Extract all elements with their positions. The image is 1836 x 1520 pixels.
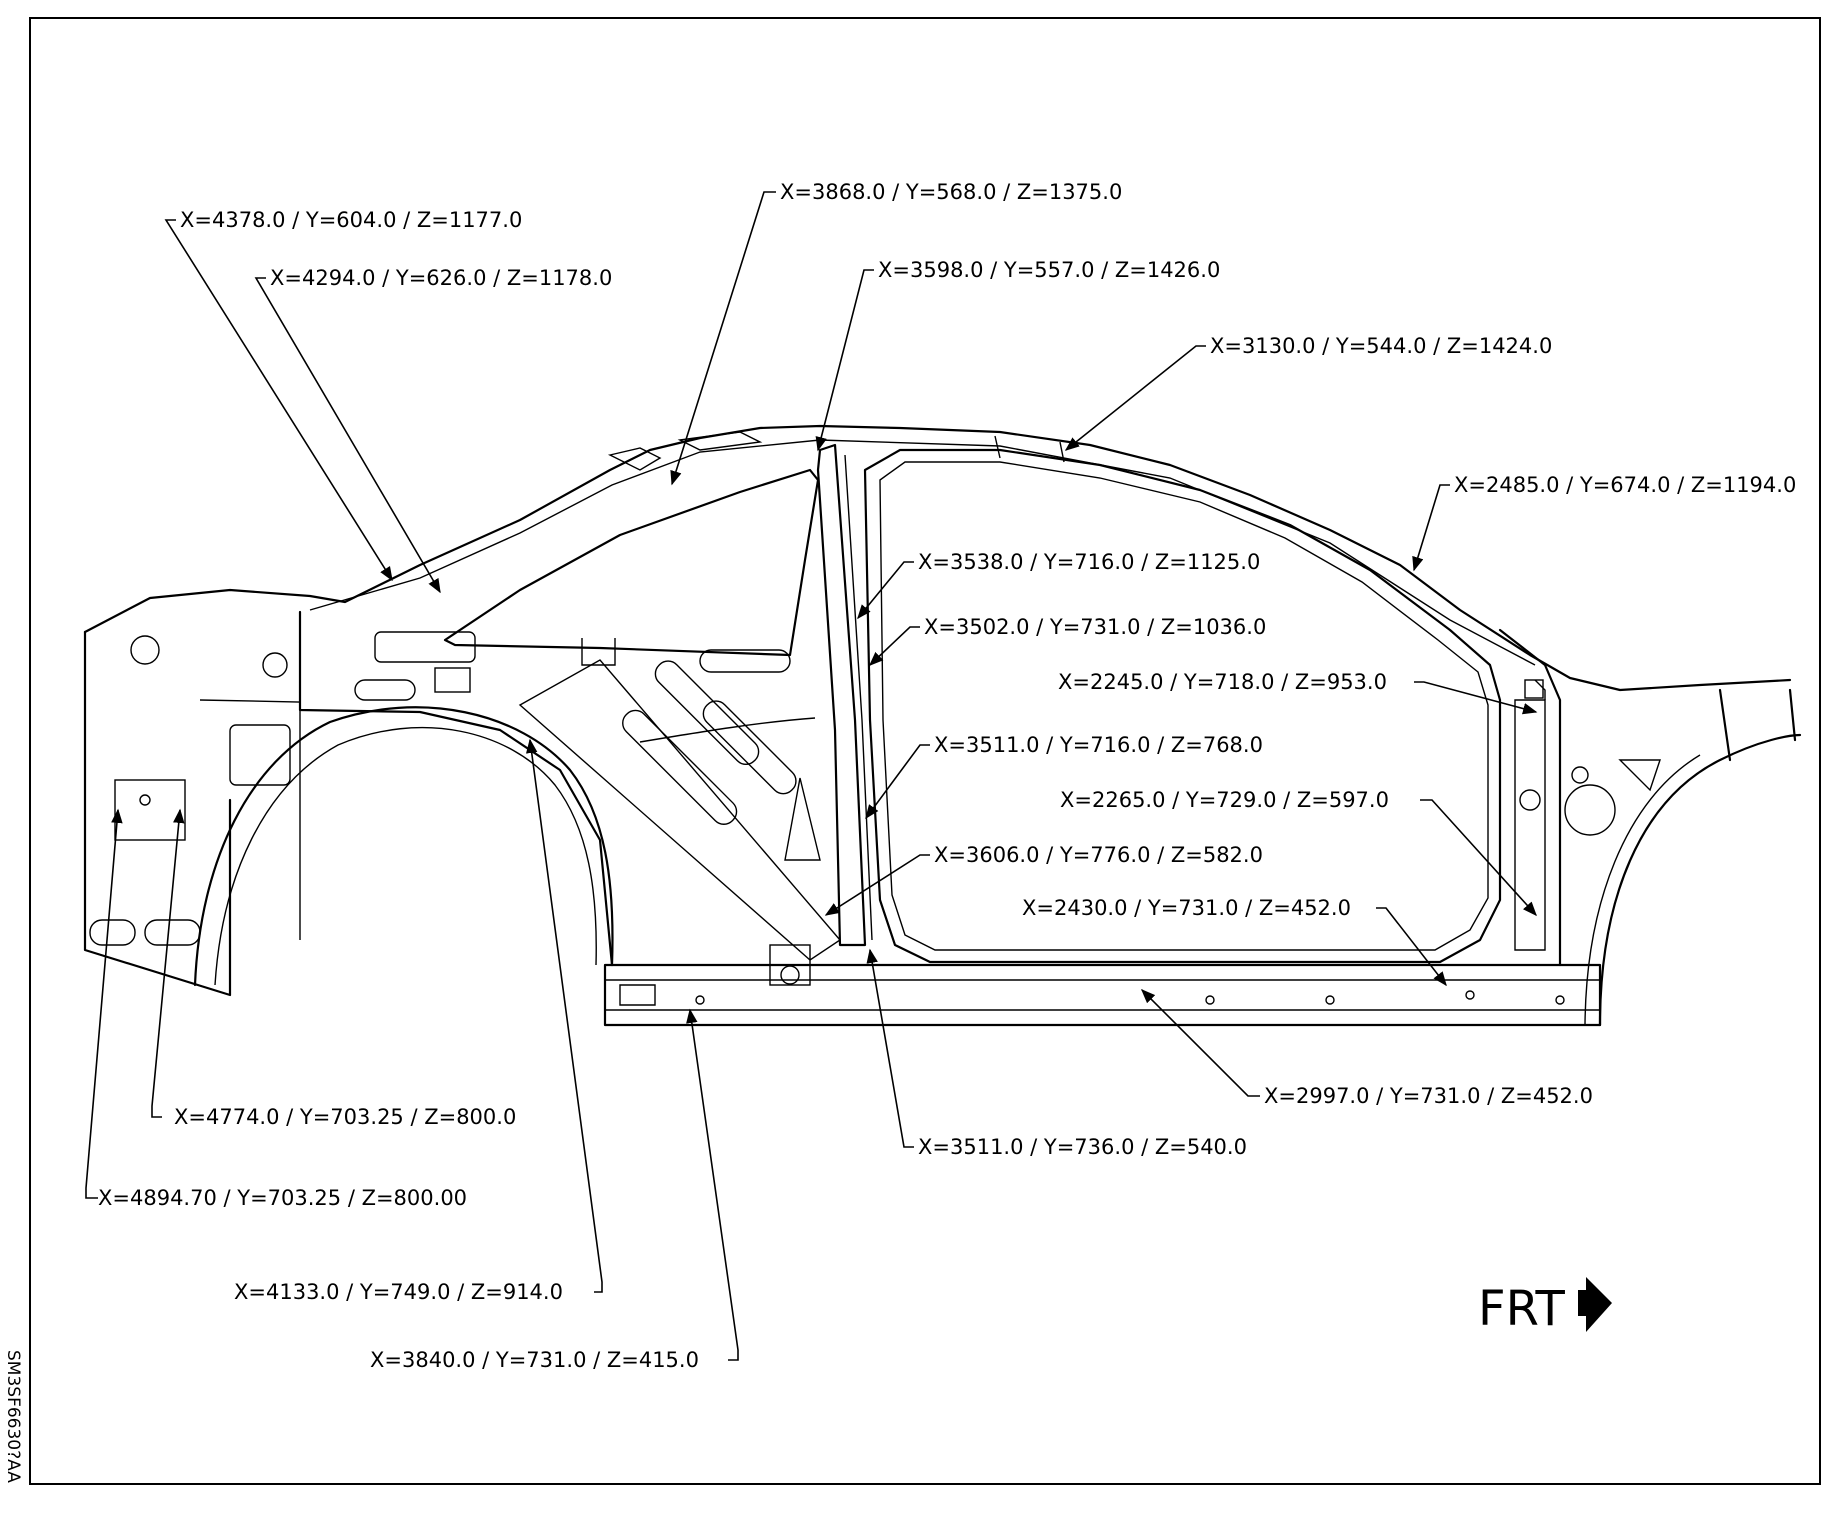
callout-label: X=3502.0 / Y=731.0 / Z=1036.0 [924,615,1266,639]
callout-label: X=3511.0 / Y=736.0 / Z=540.0 [918,1135,1247,1159]
callout-label: X=3840.0 / Y=731.0 / Z=415.0 [370,1348,699,1372]
callout-label: X=3538.0 / Y=716.0 / Z=1125.0 [918,550,1260,574]
callout-label: X=3598.0 / Y=557.0 / Z=1426.0 [878,258,1220,282]
callout-label: X=4378.0 / Y=604.0 / Z=1177.0 [180,208,522,232]
callout-label: X=4294.0 / Y=626.0 / Z=1178.0 [270,266,612,290]
callout-label: X=3868.0 / Y=568.0 / Z=1375.0 [780,180,1122,204]
callout-label: X=2430.0 / Y=731.0 / Z=452.0 [1022,896,1351,920]
callout-label: X=3130.0 / Y=544.0 / Z=1424.0 [1210,334,1552,358]
figure-reference: SM3SF6630?AA [3,1350,23,1483]
callout-label: X=2265.0 / Y=729.0 / Z=597.0 [1060,788,1389,812]
front-arrow-icon [1586,1277,1612,1332]
callout-label: X=2245.0 / Y=718.0 / Z=953.0 [1058,670,1387,694]
body-side-panel [83,424,1802,1027]
callout-label: X=2997.0 / Y=731.0 / Z=452.0 [1264,1084,1593,1108]
callout-label: X=4133.0 / Y=749.0 / Z=914.0 [234,1280,563,1304]
front-label: FRT [1478,1281,1565,1337]
callout-label: X=3606.0 / Y=776.0 / Z=582.0 [934,843,1263,867]
drawing-frame [29,17,1821,1485]
callout-label: X=2485.0 / Y=674.0 / Z=1194.0 [1454,473,1796,497]
front-direction-indicator: FRT [1478,1277,1612,1337]
leader-lines [85,191,1538,1361]
callout-labels: X=4378.0 / Y=604.0 / Z=1177.0 X=4294.0 /… [98,180,1796,1372]
callout-label: X=4894.70 / Y=703.25 / Z=800.00 [98,1186,467,1210]
callout-label: X=3511.0 / Y=716.0 / Z=768.0 [934,733,1263,757]
callout-label: X=4774.0 / Y=703.25 / Z=800.0 [174,1105,516,1129]
